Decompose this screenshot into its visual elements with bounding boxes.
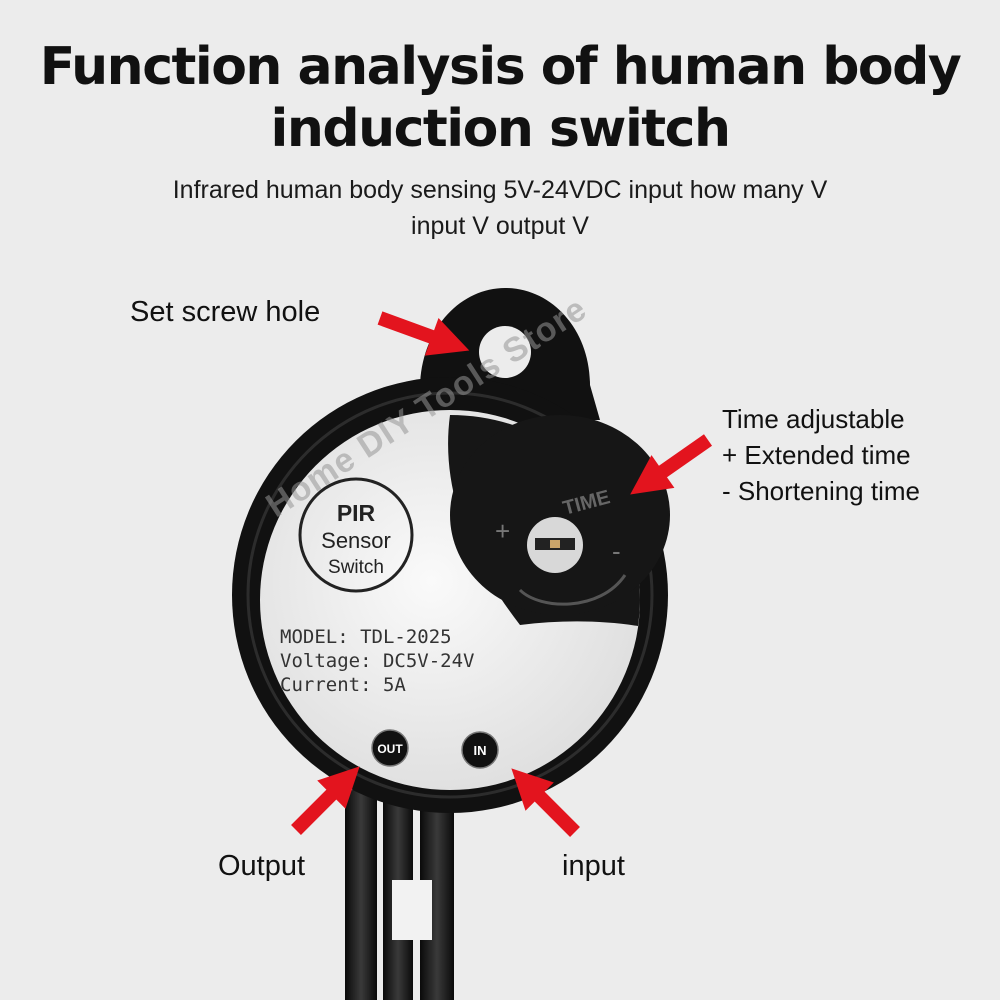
pir-logo: PIR Sensor Switch <box>298 477 414 593</box>
svg-text:OUT: OUT <box>377 742 403 756</box>
dial-minus-label: - <box>612 536 621 566</box>
label-output: Output <box>218 850 306 882</box>
subtitle: Infrared human body sensing 5V-24VDC inp… <box>100 172 900 244</box>
logo-sensor: Sensor <box>321 528 391 553</box>
title-line-2: induction switch <box>270 99 731 159</box>
arrow-screw-hole <box>377 311 470 356</box>
label-extended-time: + Extended time <box>722 440 911 470</box>
screw-hole <box>479 326 531 378</box>
spec-voltage: Voltage: DC5V-24V <box>280 650 474 672</box>
label-shortening-time: - Shortening time <box>722 476 920 506</box>
spec-model: MODEL: TDL-2025 <box>280 626 452 648</box>
time-dial[interactable] <box>527 517 583 573</box>
page-title: Function analysis of human body inductio… <box>0 36 1000 160</box>
label-time-group: Time adjustable + Extended time - Shorte… <box>722 401 920 509</box>
dial-plus-label: + <box>495 516 510 546</box>
spec-current: Current: 5A <box>280 674 406 696</box>
label-time-adjustable: Time adjustable <box>722 404 905 434</box>
subtitle-line-2: input V output V <box>411 212 589 240</box>
in-badge: IN <box>461 731 499 769</box>
logo-pir: PIR <box>337 500 376 526</box>
svg-text:IN: IN <box>474 743 487 758</box>
subtitle-line-1: Infrared human body sensing 5V-24VDC inp… <box>172 176 828 204</box>
cable-3 <box>420 800 454 1000</box>
arrow-time <box>630 434 713 495</box>
cable-white-sleeve <box>392 880 432 940</box>
title-line-1: Function analysis of human body <box>39 37 962 97</box>
cable-1 <box>345 790 377 1000</box>
label-input: input <box>562 850 625 882</box>
cables <box>345 790 454 1000</box>
spec-label: MODEL: TDL-2025 Voltage: DC5V-24V Curren… <box>280 626 474 696</box>
out-badge: OUT <box>371 729 409 767</box>
logo-switch: Switch <box>328 557 384 578</box>
label-screw-hole: Set screw hole <box>130 296 321 328</box>
